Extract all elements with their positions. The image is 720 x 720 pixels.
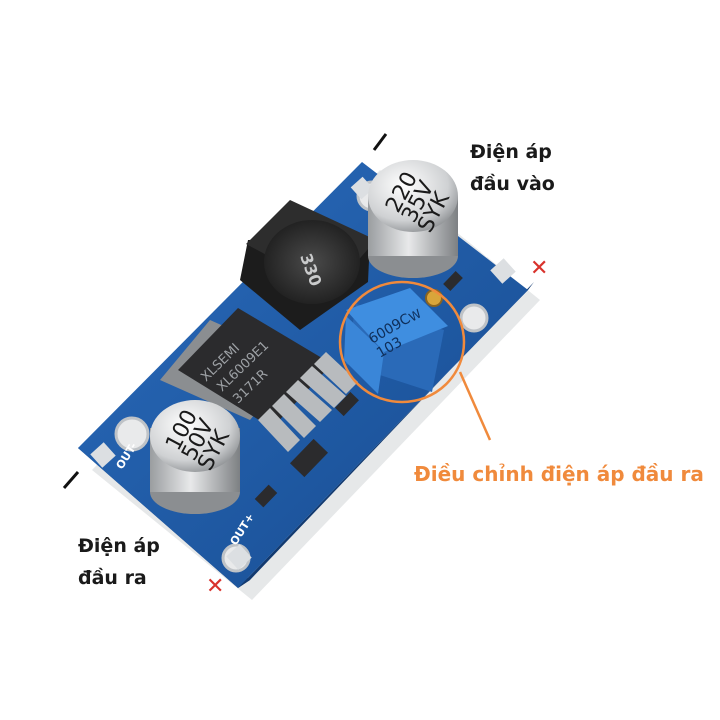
pot-top: [346, 288, 448, 352]
smd-resistor: [335, 391, 359, 417]
pad-out-minus: [90, 442, 116, 468]
cap-bottom-face: [150, 400, 240, 472]
mount-hole: [114, 416, 150, 452]
output-voltage-label: Điện áp đầu ra: [78, 530, 160, 594]
x-mark-output: ✕: [206, 574, 225, 599]
inductor-core: [264, 220, 360, 304]
output-voltage-label-line2: đầu ra: [78, 567, 147, 589]
callout-pointer: [458, 371, 492, 441]
pot-face: [344, 316, 384, 394]
smd-capacitor: [443, 271, 463, 291]
smd-components: [254, 271, 463, 508]
minus-mark-output: [62, 471, 80, 489]
capacitor-output: 100 50V SYK: [150, 400, 240, 514]
pot-screw: [425, 289, 443, 307]
chip-legs: [258, 352, 358, 452]
x-mark-input: ✕: [530, 256, 549, 281]
smd-diode: [289, 438, 329, 478]
pad-in-minus: [350, 176, 374, 200]
smd-capacitor: [254, 484, 278, 508]
pad-out-plus: [226, 544, 252, 570]
mount-hole: [459, 303, 489, 333]
output-voltage-label-line1: Điện áp: [78, 535, 160, 557]
cap-top-face: [368, 160, 458, 232]
potentiometer: 6009C 103 W: [344, 288, 448, 394]
inductor: 330: [240, 200, 376, 330]
regulator-chip: XLSEMI XL6009E1 3171R: [160, 308, 358, 452]
minus-mark-input: [372, 133, 388, 151]
input-voltage-label: Điện áp đầu vào: [470, 136, 555, 200]
callout-circle: [338, 280, 466, 404]
adjust-output-voltage-label: Điều chỉnh điện áp đầu ra: [414, 462, 704, 486]
capacitor-input: 220 35V SYK: [368, 160, 458, 278]
pad-in-plus: [490, 258, 516, 284]
input-voltage-label-line2: đầu vào: [470, 173, 555, 195]
input-voltage-label-line1: Điện áp: [470, 141, 552, 163]
